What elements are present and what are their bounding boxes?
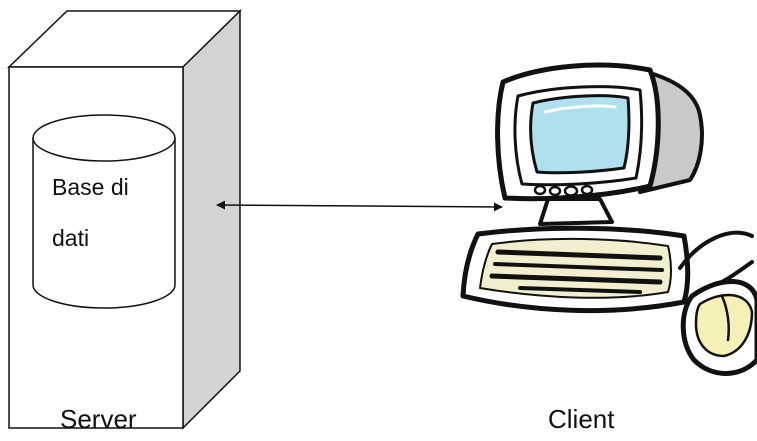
mouse-icon [680,279,757,376]
mouse-cable [678,230,754,270]
monitor-screen [529,94,631,175]
client-computer-icon [460,62,757,376]
monitor-stand [538,197,614,226]
keyboard-icon [460,225,691,314]
client-label: Client [548,404,615,434]
database-cylinder-icon [32,114,176,309]
connection-arrow [216,200,503,212]
database-label-line2: dati [52,225,90,251]
server-label: Server [60,404,137,434]
database-label-line1: Base di [52,174,129,200]
monitor-buttons [533,184,594,197]
server-side-face [182,9,241,430]
